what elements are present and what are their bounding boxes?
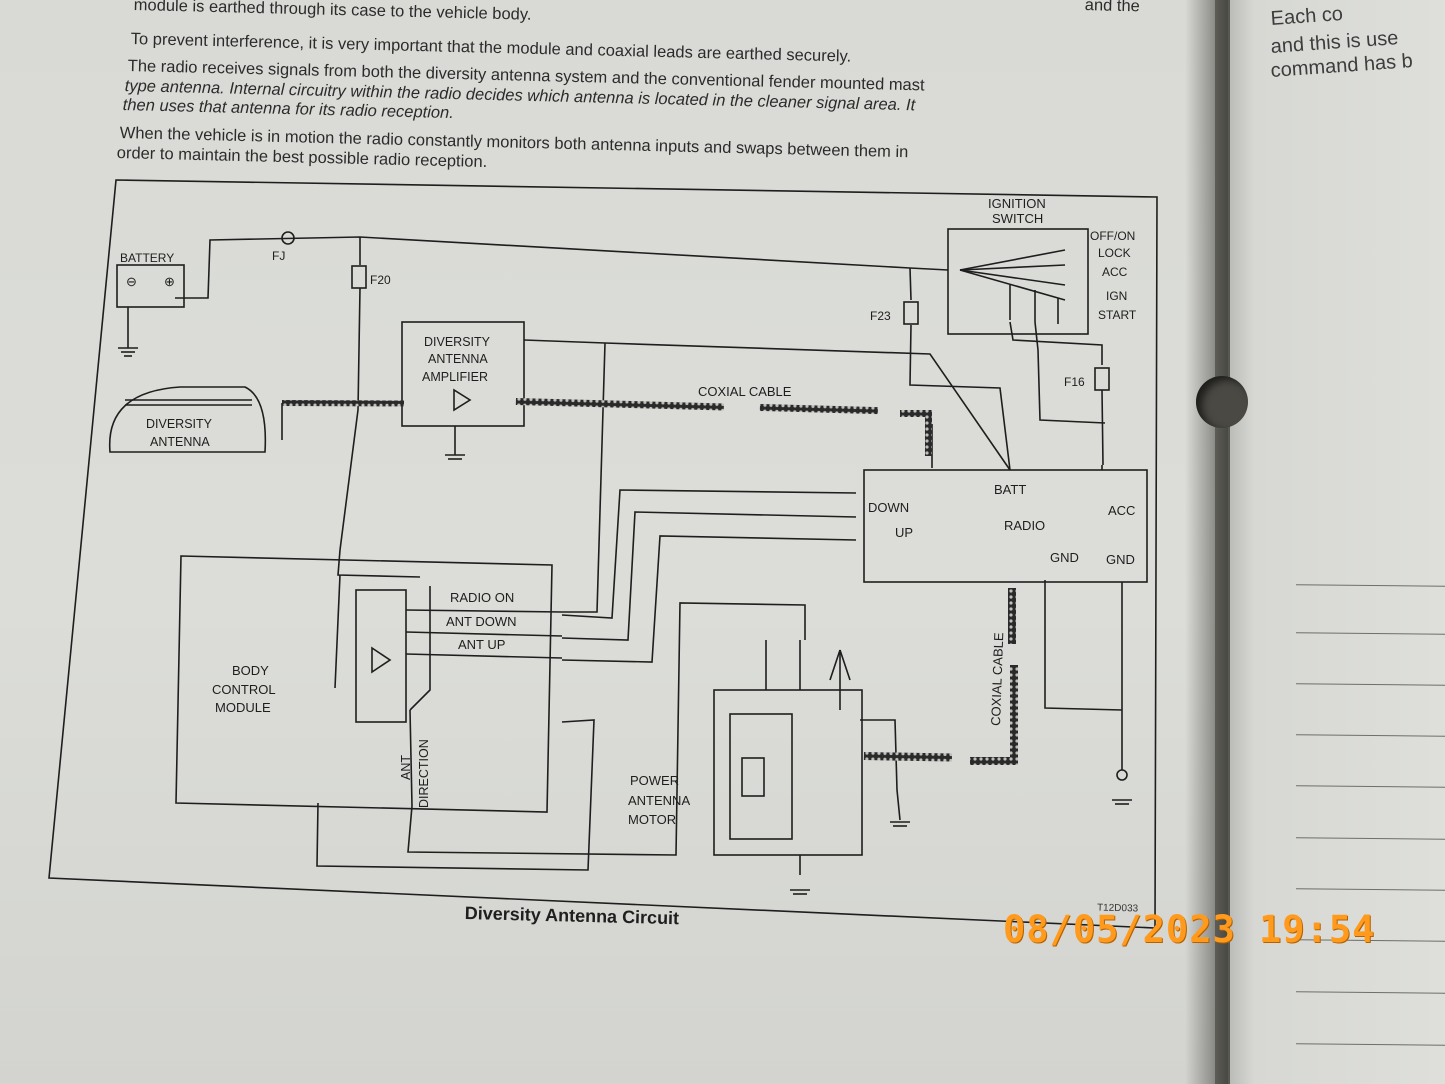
diversity-antenna-shape [108, 386, 267, 453]
amplifier-box [401, 321, 525, 427]
coax-amp-radio-1 [515, 398, 724, 411]
ignition-switch-label-2: SWITCH [992, 211, 1043, 226]
ant-direction-label-1: ANT [399, 755, 413, 780]
motor-label-1: POWER [630, 773, 679, 788]
ign-off-on-label: OFF/ON [1090, 229, 1135, 243]
bcm-box [175, 555, 553, 813]
ignition-switch-label-1: IGNITION [988, 196, 1046, 211]
motor-box [713, 689, 863, 856]
bcm-label-1: BODY [232, 663, 269, 678]
page-gutter [1185, 0, 1230, 1084]
right-page [1228, 0, 1445, 1084]
motor-symbol [741, 757, 765, 797]
radio-label: RADIO [1004, 518, 1045, 533]
diversity-antenna-label-2: ANTENNA [150, 435, 210, 449]
punch-hole [1196, 376, 1248, 428]
ant-direction-label-2: DIRECTION [417, 739, 431, 808]
battery-minus: ⊖ [126, 274, 137, 289]
signal-ant-down-label: ANT DOWN [446, 614, 517, 629]
radio-batt-label: BATT [994, 482, 1026, 497]
radio-up-label: UP [895, 525, 913, 540]
radio-down-label: DOWN [868, 500, 909, 515]
ign-start-label: START [1098, 308, 1137, 322]
coax-cable-label-1: COXIAL CABLE [698, 384, 792, 399]
amplifier-label-3: AMPLIFIER [422, 370, 488, 384]
coax-cable-label-2: COXIAL CABLE [988, 632, 1006, 726]
bcm-label-2: CONTROL [212, 682, 276, 697]
motor-label-3: MOTOR [628, 812, 676, 827]
amplifier-triangle [453, 388, 472, 412]
motor-label-2: ANTENNA [628, 793, 690, 808]
bcm-label-3: MODULE [215, 700, 271, 715]
amplifier-label-2: ANTENNA [428, 352, 488, 366]
signal-radio-on-label: RADIO ON [450, 590, 514, 605]
diagram-border [48, 179, 1158, 929]
radio-gnd-label-2: GND [1106, 552, 1135, 567]
battery-plus: ⊕ [164, 274, 175, 289]
amplifier-label-1: DIVERSITY [424, 335, 491, 349]
fuse-f23-label: F23 [870, 309, 891, 323]
coax-radio-motor [1008, 588, 1016, 644]
fuse-f16-symbol [1094, 367, 1110, 391]
diversity-antenna-label-1: DIVERSITY [146, 417, 213, 431]
radio-box [863, 469, 1148, 583]
fuse-fj-label: FJ [272, 249, 285, 263]
battery-box [116, 264, 185, 308]
fuse-f16-label: F16 [1064, 375, 1085, 389]
ign-lock-label: LOCK [1098, 246, 1131, 260]
ign-ign-label: IGN [1106, 289, 1127, 303]
coax-antenna-amp [281, 399, 404, 407]
ignition-switch-box [947, 228, 1089, 335]
bcm-driver-triangle [371, 646, 392, 674]
radio-acc-label: ACC [1108, 503, 1135, 518]
fuse-f20-label: F20 [370, 273, 391, 287]
fuse-f20-symbol [351, 265, 367, 289]
signal-ant-up-label: ANT UP [458, 637, 505, 652]
bcm-relay-block [355, 589, 407, 723]
date-time-stamp: 08/05/2023 19:54 [1003, 908, 1376, 951]
fuse-f23-symbol [903, 301, 919, 325]
ign-acc-label: ACC [1102, 265, 1128, 279]
fuse-fj-symbol [281, 231, 295, 245]
radio-gnd-label-1: GND [1050, 550, 1079, 565]
battery-label: BATTERY [120, 251, 174, 265]
